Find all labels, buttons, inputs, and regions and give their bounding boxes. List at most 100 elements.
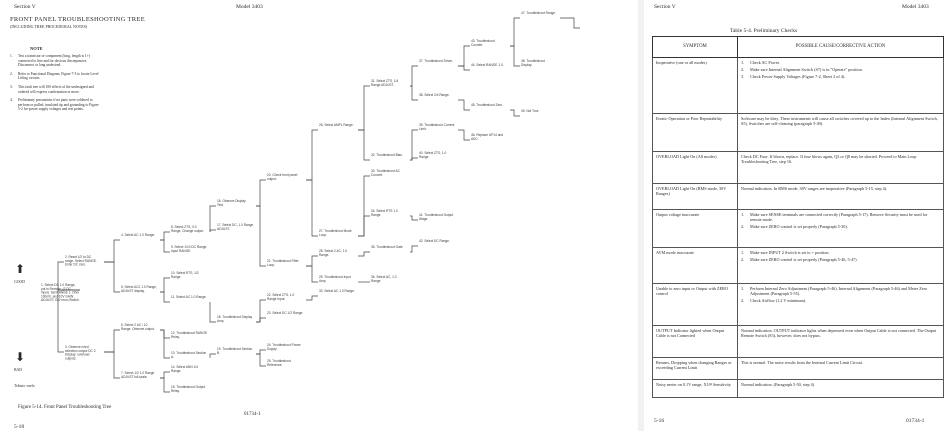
tree-node-n1: 1. Select DC 1.0 Range,put in Remote, (2… (41, 283, 80, 302)
symptom-cell: OVERLOAD Light On (RMS mode, 30V Ranges) (652, 183, 738, 210)
tree-connector (256, 317, 266, 323)
table-row: OUTPUT Indicator lighted when Output Cab… (652, 325, 944, 358)
symptom-cell: Erratic Operation or Poor Repeatability (652, 113, 738, 152)
cause-cell: Software may be dirty. These instruments… (737, 113, 944, 152)
cause-cell: 1.Make sure SENSE terminals are connecte… (737, 209, 944, 248)
table-row: Unable to zero input or Output with ZERO… (652, 283, 944, 326)
tree-connector (209, 353, 216, 358)
tree-node-n44: 44. Select RANGE 1.0. (471, 63, 504, 67)
col-cause: POSSIBLE CAUSE/CORRECTIVE ACTION (737, 36, 944, 58)
cause-cell: Normal indication. OUTPUT indicator ligh… (737, 325, 944, 358)
arrow-up-label: GOOD (14, 280, 25, 284)
tree-connector (410, 85, 418, 101)
symptom-cell: Inoperative (one or all modes) (652, 57, 738, 114)
cause-cell: 1.Make sure INPUT 2 Switch is set to + p… (737, 247, 944, 284)
tree-node-n45: 45. Troubleshoot Zero. (471, 103, 503, 107)
tree-connector (458, 99, 470, 111)
tree-connector (209, 205, 216, 232)
tree-connector (256, 299, 266, 323)
tree-connector (104, 329, 120, 353)
table-row: OVERLOAD Light On (RMS mode, 30V Ranges)… (652, 183, 944, 210)
tree-connector (160, 239, 170, 253)
tree-connector (458, 45, 470, 67)
tree-connector (160, 329, 170, 339)
tree-node-n37: 37. Troubleshoot Driver. (419, 59, 453, 63)
tree-connector (306, 255, 318, 267)
tree-connector (160, 377, 170, 393)
tree-connector (410, 129, 418, 161)
table-row: OVERLOAD Light On (All modes) Check DC F… (652, 151, 944, 184)
tree-connector (57, 289, 80, 353)
left-header-section: Section V (14, 4, 36, 10)
tree-node-n23: 23. Select DC 1/2 Range. (267, 311, 303, 315)
tree-connector (510, 109, 520, 117)
cause-cell: This is normal. The noise results from t… (737, 357, 944, 380)
tree-connector (306, 265, 318, 283)
tree-connector (510, 17, 520, 47)
cause-cell: Check DC Fuse. If blown, replace. If fus… (737, 151, 944, 184)
right-page: Section V Model 3403 Table 5-4. Prelimin… (644, 0, 950, 431)
tree-connector (306, 295, 318, 301)
tree-connector (160, 371, 170, 379)
tree-connector (160, 277, 170, 293)
tree-connector (510, 45, 520, 67)
note-item: 4.Preliminary precautions if no parts we… (10, 98, 99, 112)
table-title: Table 5-4. Preliminary Checks (730, 28, 798, 34)
bottom-left-label: Tributo vuelo (14, 384, 35, 388)
tree-title: FRONT PANEL TROUBLESHOOTING TREE (10, 16, 145, 23)
symptom-cell: Output voltage inaccurate (652, 209, 738, 248)
tree-node-n38: 38. Select 2/4 Range. (419, 93, 450, 97)
cause-cell: 1.Check AC Power. 2.Make sure Internal A… (737, 57, 944, 114)
tree-node-n49: 49. Not True (521, 109, 539, 113)
cause-cell: Normal indication. (Paragraph 5-50, step… (737, 379, 944, 398)
tree-connector (358, 215, 370, 237)
tree-connector (306, 179, 318, 237)
tree-connector (209, 302, 216, 323)
tree-node-n11: 11. Select AC 1.0 Range. (171, 295, 207, 299)
left-page-number: 5-18 (14, 424, 25, 430)
table-row: AVM mode inaccurate 1.Make sure INPUT 2 … (652, 247, 944, 284)
tree-connector (358, 85, 370, 131)
page-gutter (638, 0, 644, 431)
cause-cell: 1.Perform Internal Zero Adjustment (Para… (737, 283, 944, 326)
arrow-down-icon: ⬇ (15, 350, 26, 364)
table-row: Inoperative (one or all modes) 1.Check A… (652, 57, 944, 114)
tree-connector (458, 129, 470, 141)
right-header-model: Model 3403 (902, 4, 929, 10)
tree-connector (160, 291, 170, 303)
tree-connector (410, 157, 418, 161)
left-page-id: 01734-1 (244, 412, 261, 417)
tree-connector (560, 17, 580, 29)
tree-connector (104, 351, 120, 379)
right-header-section: Section V (654, 4, 676, 10)
troubleshooting-tree-diagram: 1. Select DC 1.0 Range,put in Remote, (2… (41, 11, 580, 393)
tree-connector (256, 353, 266, 367)
tree-node-n32: 32. Troubleshoot Bias. (371, 153, 403, 157)
tree-connector (410, 245, 418, 253)
right-page-id: 01734-1 (906, 418, 925, 424)
tree-node-n42: 42. Select DC Range. (419, 239, 450, 243)
